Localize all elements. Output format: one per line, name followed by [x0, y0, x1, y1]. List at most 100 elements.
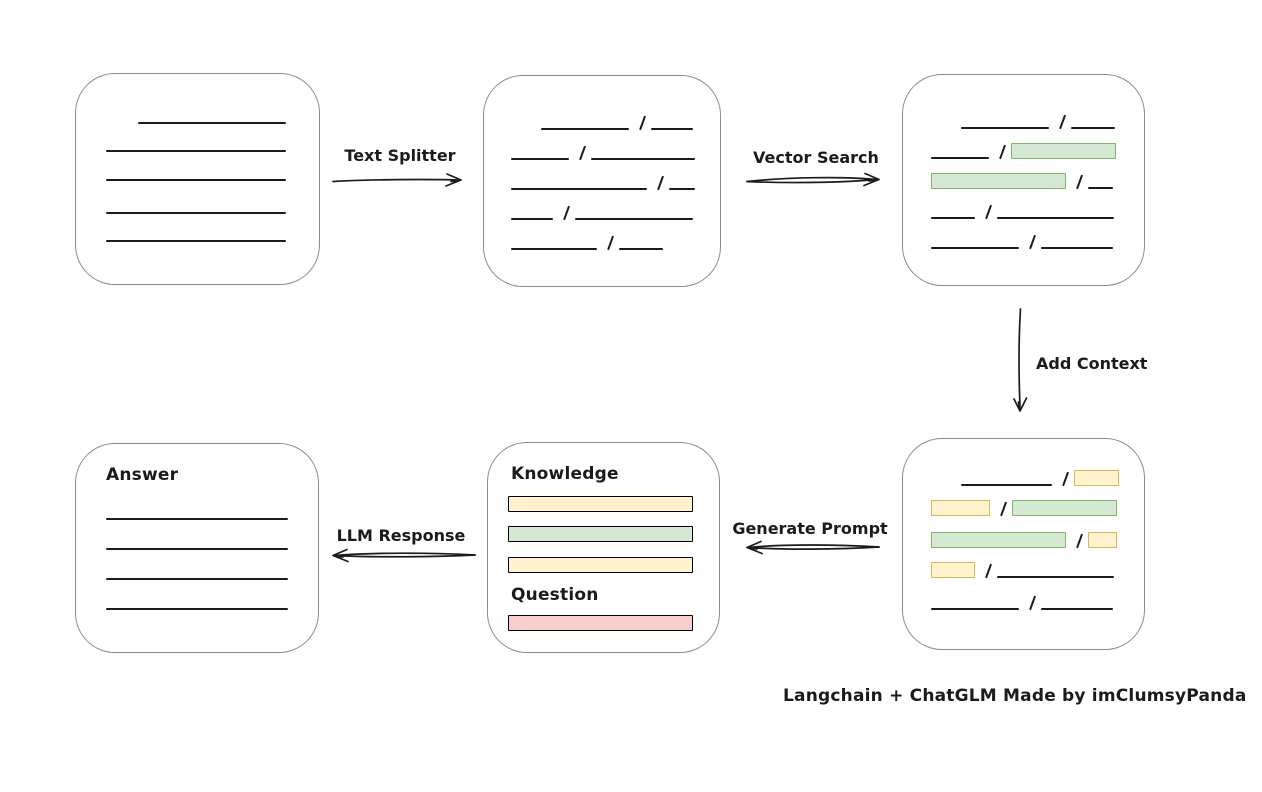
- generate-prompt-label: Generate Prompt: [732, 519, 888, 538]
- prompt-box: Knowledge Question: [487, 442, 720, 653]
- slash-separator: [982, 203, 990, 219]
- text-line: [106, 240, 286, 242]
- knowledge-label: Knowledge: [511, 464, 619, 484]
- chunk-row: [931, 171, 1113, 189]
- chunk-row: [541, 112, 693, 130]
- text-line: [619, 248, 663, 250]
- text-line: [511, 218, 553, 220]
- text-line: [931, 608, 1019, 610]
- slash-separator: [1059, 470, 1067, 486]
- yellow-chunk: [1088, 532, 1117, 548]
- slash-separator: [1073, 173, 1081, 189]
- text-line: [511, 188, 647, 190]
- document-box: [75, 73, 320, 285]
- answer-label: Answer: [106, 465, 179, 485]
- generate-prompt-arrow: [746, 540, 880, 555]
- text-line: [1071, 127, 1115, 129]
- slash-separator: [1073, 532, 1081, 548]
- text-line: [961, 127, 1049, 129]
- answer-box: Answer: [75, 443, 319, 653]
- chunk-row: [106, 163, 286, 181]
- add-context-arrow: [1013, 308, 1028, 412]
- slash-separator: [604, 234, 612, 250]
- context-chunks-box: [902, 438, 1145, 650]
- text-line: [106, 578, 288, 580]
- chunk-row: [931, 592, 1113, 610]
- chunk-row: [106, 196, 286, 214]
- chunk-row: [931, 201, 1114, 219]
- red-prompt-bar: [508, 615, 693, 631]
- chunk-row: [931, 141, 1116, 159]
- text-line: [106, 518, 288, 520]
- slash-separator: [996, 143, 1004, 159]
- green-chunk: [1012, 500, 1117, 516]
- text-line: [575, 218, 693, 220]
- text-line: [1041, 608, 1113, 610]
- credit-text: Langchain + ChatGLM Made by imClumsyPand…: [783, 686, 1247, 706]
- chunk-row: [511, 232, 663, 250]
- yellow-prompt-bar: [508, 557, 693, 573]
- text-line: [511, 158, 569, 160]
- text-line: [1041, 247, 1113, 249]
- slash-separator: [1026, 594, 1034, 610]
- text-line: [1088, 187, 1113, 189]
- green-chunk: [931, 532, 1066, 548]
- text-line: [651, 128, 693, 130]
- slash-separator: [654, 174, 662, 190]
- slash-separator: [982, 562, 990, 578]
- chunk-row: [961, 111, 1115, 129]
- text-line: [106, 548, 288, 550]
- chunk-row: [931, 530, 1117, 548]
- text-line: [106, 150, 286, 152]
- text-line: [997, 576, 1114, 578]
- chunk-row: [931, 231, 1113, 249]
- slash-separator: [636, 114, 644, 130]
- yellow-prompt-bar: [508, 496, 693, 512]
- yellow-chunk: [931, 562, 975, 578]
- chunk-row: [931, 560, 1114, 578]
- yellow-chunk: [1074, 470, 1119, 486]
- chunk-row: [106, 592, 288, 610]
- chunk-row: [931, 498, 1117, 516]
- text-splitter-arrow: [332, 173, 462, 187]
- vector-search-arrow: [746, 172, 880, 187]
- split-chunks-box: [483, 75, 721, 287]
- chunk-row: [511, 202, 693, 220]
- chunk-row: [511, 142, 695, 160]
- text-line: [541, 128, 629, 130]
- chunk-row: [106, 224, 286, 242]
- text-line: [511, 248, 597, 250]
- text-line: [931, 157, 989, 159]
- green-prompt-bar: [508, 526, 693, 542]
- chunk-row: [511, 172, 695, 190]
- slash-separator: [1026, 233, 1034, 249]
- text-line: [106, 179, 286, 181]
- vector-matches-box: [902, 74, 1145, 286]
- add-context-label: Add Context: [1036, 354, 1148, 373]
- text-line: [931, 217, 975, 219]
- chunk-row: [106, 532, 288, 550]
- text-line: [669, 188, 695, 190]
- chunk-row: [961, 468, 1119, 486]
- text-line: [591, 158, 695, 160]
- green-chunk: [1011, 143, 1116, 159]
- question-label: Question: [511, 585, 599, 605]
- vector-search-label: Vector Search: [753, 148, 879, 167]
- chunk-row: [106, 134, 286, 152]
- slash-separator: [576, 144, 584, 160]
- slash-separator: [560, 204, 568, 220]
- text-line: [106, 212, 286, 214]
- chunk-row: [106, 502, 288, 520]
- text-splitter-label: Text Splitter: [344, 146, 456, 165]
- yellow-chunk: [931, 500, 990, 516]
- chunk-row: [138, 106, 286, 124]
- green-chunk: [931, 173, 1066, 189]
- slash-separator: [997, 500, 1005, 516]
- text-line: [997, 217, 1114, 219]
- llm-response-arrow: [332, 548, 476, 563]
- text-line: [961, 484, 1052, 486]
- llm-response-label: LLM Response: [336, 526, 466, 545]
- text-line: [138, 122, 286, 124]
- slash-separator: [1056, 113, 1064, 129]
